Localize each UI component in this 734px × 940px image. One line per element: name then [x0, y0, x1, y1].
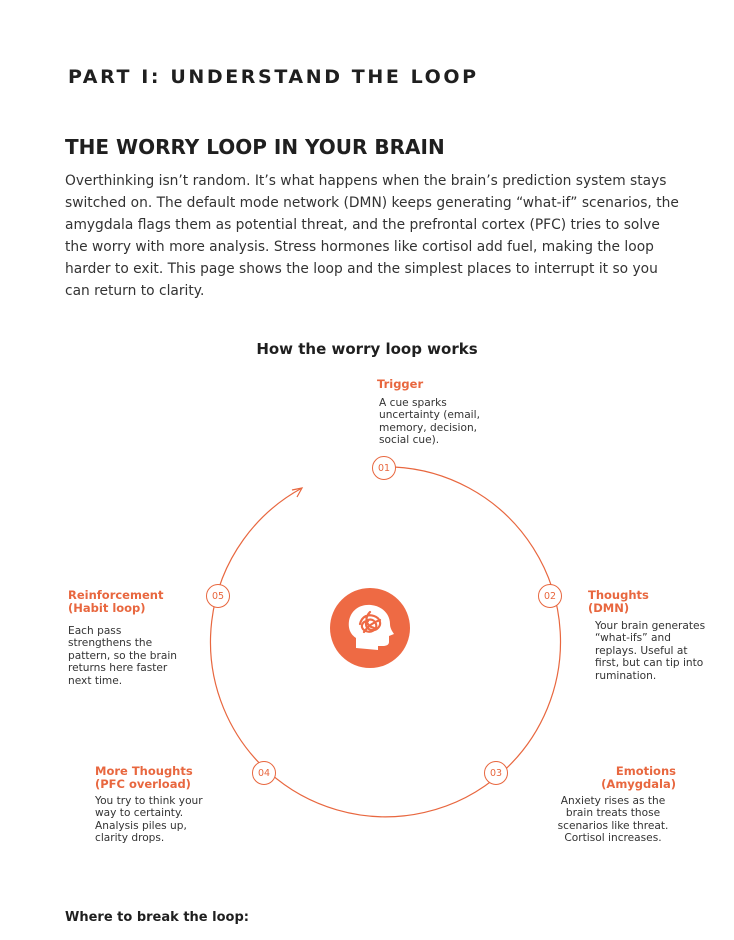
step-title-emotions: Emotions (Amygdala) — [601, 764, 676, 791]
step-desc-trigger: A cue sparks uncertainty (email, memory,… — [379, 397, 480, 447]
loop-arc — [209, 466, 562, 818]
step-number-04: 04 — [252, 761, 276, 785]
step-title-reinforcement: Reinforcement (Habit loop) — [68, 588, 164, 615]
step-desc-reinforcement: Each pass strengthens the pattern, so th… — [68, 625, 178, 687]
intro-paragraph: Overthinking isn’t random. It’s what hap… — [65, 173, 679, 299]
head-brain-icon — [330, 588, 410, 668]
step-title-more-thoughts: More Thoughts (PFC overload) — [95, 764, 193, 791]
part-title: PART I: UNDERSTAND THE LOOP — [68, 66, 479, 88]
footer-label: Where to break the loop: — [65, 910, 249, 925]
step-title-thoughts: Thoughts (DMN) — [588, 588, 649, 615]
step-number-05: 05 — [206, 584, 230, 608]
step-title-trigger: Trigger — [377, 377, 424, 391]
step-desc-emotions: Anxiety rises as the brain treats those … — [557, 795, 669, 845]
diagram-title: How the worry loop works — [256, 340, 478, 358]
section-title: THE WORRY LOOP IN YOUR BRAIN — [65, 135, 445, 159]
step-desc-more-thoughts: You try to think your way to certainty. … — [95, 795, 203, 845]
step-number-02: 02 — [538, 584, 562, 608]
step-number-01: 01 — [372, 456, 396, 480]
step-number-03: 03 — [484, 761, 508, 785]
step-desc-thoughts: Your brain generates “what-ifs” and repl… — [595, 620, 706, 682]
loop-arrowhead — [291, 487, 304, 498]
